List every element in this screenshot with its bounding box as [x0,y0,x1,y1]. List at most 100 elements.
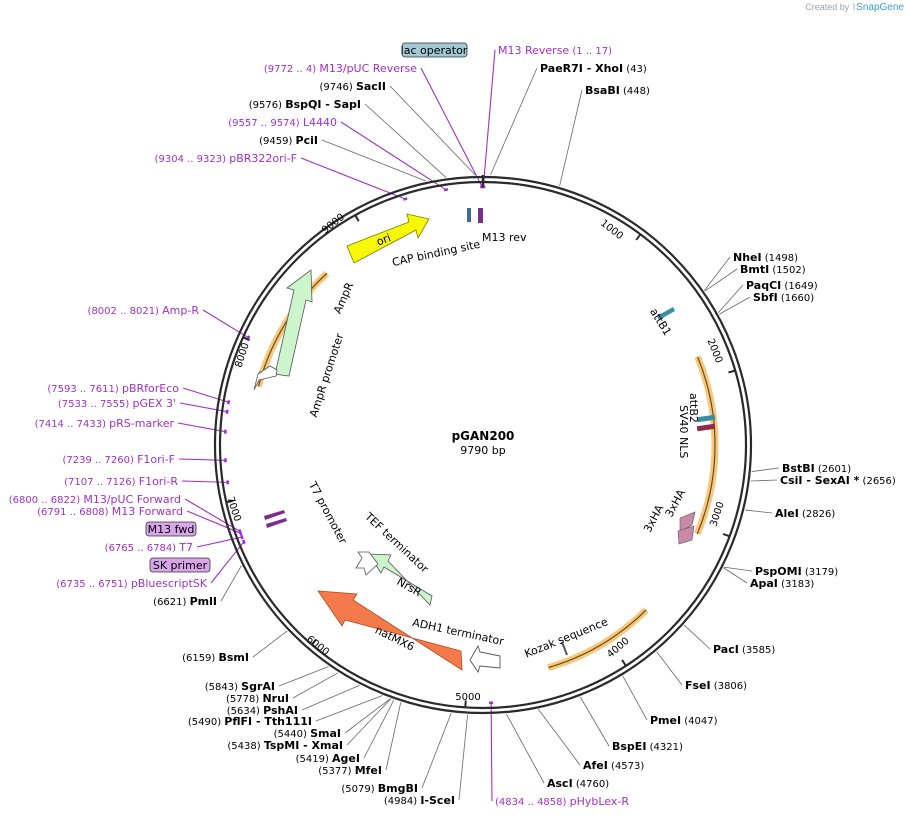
primer-mark [240,534,244,540]
primer-label: (6765 .. 6784) T7 [105,541,193,554]
primer-mark [402,197,408,201]
primer-line [490,702,493,802]
m13rev-label: M13 rev [482,231,527,244]
attb2-label: attB2 [687,393,700,423]
credit-brand: SnapGene [856,2,904,13]
site-line [718,284,744,313]
site-label: (5634) PshAI [227,704,298,717]
site-label: SbfI (1660) [753,291,814,304]
site-line [220,565,242,602]
cap-label: CAP binding site [391,238,482,269]
site-label: PacI (3585) [713,643,775,656]
site-label: FseI (3806) [685,679,747,692]
site-label: CsiI - SexAI * (2656) [780,474,896,487]
site-label: PspOMI (3179) [755,565,838,578]
site-labels: PaeR7I - XhoI (43) BsaBI (448) NheI (1498)… [9,44,896,808]
snapgene-logo-icon: ⌇ [851,2,857,12]
lac-operator-label: lac operator [401,44,468,57]
site-line [344,698,391,734]
ha2-feature [677,525,695,545]
primer-line [340,121,447,191]
ori-label: ori [375,231,393,248]
t7-marker-2 [266,518,287,528]
m13rev-marker [478,208,483,223]
site-label: BmtI (1502) [740,263,806,276]
site-line [723,567,748,584]
primer-label: (7533 .. 7555) pGEX 3' [58,397,176,410]
primer-label: (6791 .. 6808) M13 Forward [37,505,183,518]
site-line [346,698,392,746]
nrsr-label: NrsR [394,575,423,599]
site-line [458,714,468,801]
tick-mark [354,214,360,222]
primer-line [300,157,406,200]
site-label: (4984) I-SceI [384,794,455,807]
primer-mark [241,539,246,545]
primer-line [178,458,226,461]
m13-fwd-label: M13 fwd [148,523,195,536]
plasmid-name: pGAN200 [452,429,515,443]
sk-primer-label: SK primer [153,559,208,572]
primer-line [177,422,226,433]
primer-mark [238,530,243,536]
site-line [723,566,753,572]
ori-feature [346,213,430,264]
site-label: (6159) BsmI [182,651,249,664]
primer-label: (7414 .. 7433) pRS-marker [35,417,175,430]
primer-label: (9557 .. 9574) L4440 [228,116,337,129]
site-label: AleI (2826) [775,507,835,520]
primer-label: M13 Reverse (1 .. 17) [498,44,612,57]
primer-label: (7593 .. 7611) pBRforEco [47,382,179,395]
primer-mark [226,480,230,485]
tick-label: 3000 [708,500,726,528]
site-line [490,67,538,176]
feature-arc-line [548,609,647,669]
primer-line [181,480,228,483]
ha2-label: 3xHA [663,487,688,519]
primer-line [182,387,229,403]
feature-arc-line [696,356,716,535]
site-line [252,630,288,658]
site-label: (5079) BmgBI [341,782,418,795]
primer-line [179,402,228,413]
site-label: BspEI (4321) [612,740,683,753]
site-line [364,103,447,178]
primer-line [186,510,241,534]
site-line [745,509,773,514]
site-line [656,651,683,686]
primer-label: (4834 .. 4858) pHybLex-R [495,795,629,808]
site-label: NheI (1498) [733,251,798,264]
site-label: PmeI (4047) [650,714,718,727]
t7-promoter-label: T7 promoter [306,479,350,547]
site-label: (5438) TspMI - XmaI [227,739,343,752]
site-label: (5843) SgrAI [205,680,275,693]
attb1-marker [657,307,675,320]
site-label: (5440) SmaI [274,727,341,740]
primer-line [482,49,496,188]
sv40-marker [696,423,716,432]
site-line [559,89,583,187]
site-label: (5490) PflFI - Tth111I [188,715,312,728]
site-line [278,666,329,687]
site-line [421,712,452,789]
primer-line [210,541,245,584]
site-label: BsaBI (448) [585,84,650,97]
site-label: (9746) SacII [320,80,387,93]
site-label: PaeR7I - XhoI (43) [540,62,647,75]
tick-mark [310,638,318,646]
tick-mark [621,659,627,667]
site-line [292,672,339,699]
primer-label: (9772 .. 4) M13/pUC Reverse [264,62,417,75]
site-label: BstBI (2601) [782,462,851,475]
site-line [301,684,360,711]
site-label: (9459) PciI [259,134,318,147]
snapgene-credit: Created by ⌇SnapGene [805,2,904,13]
site-label: (5419) AgeI [296,752,360,765]
primer-mark [225,409,229,414]
feature-arcs [255,270,719,671]
m13-fwd-box [145,521,197,537]
plasmid-size: 9790 bp [460,444,505,457]
site-line [751,467,780,472]
primer-mark [227,400,231,405]
